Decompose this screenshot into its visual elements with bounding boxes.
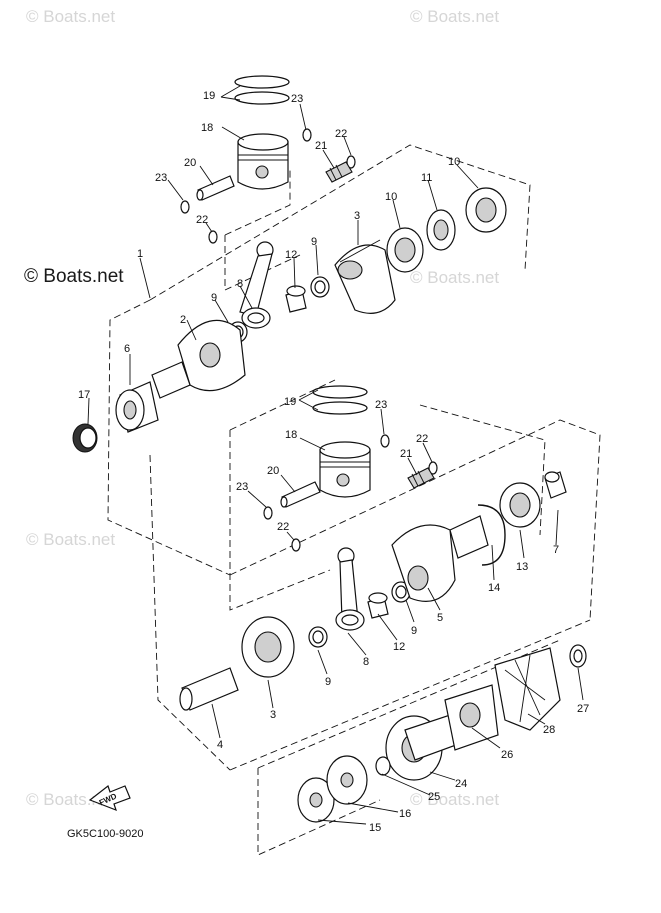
callout-11: 11 <box>421 172 432 184</box>
callout-1: 1 <box>137 248 143 260</box>
callout-9c: 9 <box>411 625 417 637</box>
pulley-washers <box>297 755 391 823</box>
upper-main-bearing-left <box>115 381 159 433</box>
callout-3: 3 <box>354 210 360 222</box>
callout-21b: 21 <box>400 448 412 460</box>
watermark-mid-left: © Boats.net <box>26 530 116 549</box>
lower-shaft-cylinder <box>179 667 239 711</box>
callout-7: 7 <box>553 544 559 556</box>
leader-lines <box>87 85 584 825</box>
lower-piston <box>319 441 371 498</box>
lower-crank-web <box>391 515 489 602</box>
watermark-mid-right: © Boats.net <box>410 268 500 287</box>
upper-bearings-right <box>386 187 507 273</box>
lower-bearing-sleeve <box>367 592 389 619</box>
callout-23b: 23 <box>155 172 167 184</box>
callout-4: 4 <box>217 739 223 751</box>
callout-19b: 19 <box>284 396 296 408</box>
watermark-top-right: © Boats.net <box>410 7 500 26</box>
callout-22d: 22 <box>277 521 289 533</box>
callout-12a: 12 <box>285 249 297 261</box>
upper-crank-web-right <box>334 239 396 314</box>
rubber-damper <box>444 684 499 751</box>
callout-10a: 10 <box>448 156 460 168</box>
end-washer <box>569 644 587 668</box>
cooling-fan <box>494 647 561 731</box>
callout-27: 27 <box>577 703 589 715</box>
callout-20a: 20 <box>184 157 196 169</box>
lower-bearing-left <box>241 616 295 678</box>
callout-6: 6 <box>124 343 130 355</box>
lower-small-parts <box>263 434 438 552</box>
callout-8: 8 <box>237 278 243 290</box>
lower-connecting-rod <box>335 547 365 631</box>
oil-seal <box>72 423 98 453</box>
callout-24: 24 <box>455 778 467 790</box>
upper-piston-pin <box>196 175 235 201</box>
callout-22b: 22 <box>196 214 208 226</box>
callout-23c: 23 <box>375 399 387 411</box>
drive-hub <box>385 714 457 781</box>
callout-17: 17 <box>78 389 90 401</box>
lower-bearings-right <box>499 471 567 528</box>
callout-19a: 19 <box>203 90 215 102</box>
watermark-bottom-left: © Boats.net <box>26 790 116 809</box>
callout-26: 26 <box>501 749 513 761</box>
callout-20b: 20 <box>267 465 279 477</box>
lower-piston-pin <box>280 481 321 508</box>
callout-14: 14 <box>488 582 500 594</box>
upper-bearing-sleeve <box>285 285 307 313</box>
callout-13: 13 <box>516 561 528 573</box>
upper-piston <box>237 133 289 190</box>
callout-22a: 22 <box>335 128 347 140</box>
callout-21a: 21 <box>315 140 327 152</box>
upper-small-parts <box>180 128 356 244</box>
upper-crank-web-left <box>151 319 246 399</box>
callout-8b: 8 <box>363 656 369 668</box>
callout-12b: 12 <box>393 641 405 653</box>
callout-28: 28 <box>543 724 555 736</box>
watermark-top-left: © Boats.net <box>26 7 116 26</box>
callout-15: 15 <box>369 822 381 834</box>
callout-25: 25 <box>428 791 440 803</box>
callout-10b: 10 <box>385 191 397 203</box>
callout-23d: 23 <box>236 481 248 493</box>
callout-18b: 18 <box>285 429 297 441</box>
watermark-main: © Boats.net <box>24 266 124 287</box>
callout-18a: 18 <box>201 122 213 134</box>
callout-16: 16 <box>399 808 411 820</box>
callout-5: 5 <box>437 612 443 624</box>
callout-3b: 3 <box>270 709 276 721</box>
callout-9d: 9 <box>325 676 331 688</box>
callout-9b: 9 <box>211 292 217 304</box>
callout-2: 2 <box>180 314 186 326</box>
callout-9a: 9 <box>311 236 317 248</box>
dashed-outlines <box>107 144 601 856</box>
fwd-arrow-icon <box>88 785 131 812</box>
lower-piston-rings <box>312 385 368 415</box>
upper-piston-rings <box>234 75 290 105</box>
callout-23a: 23 <box>291 93 303 105</box>
callout-22c: 22 <box>416 433 428 445</box>
upper-connecting-rod <box>239 241 274 329</box>
watermark-bottom-right: © Boats.net <box>410 790 500 809</box>
diagram-code: GK5C100-9020 <box>67 828 144 840</box>
callout-labels: 1 2 3 6 8 9 9 10 10 11 12 17 18 19 20 21… <box>78 90 589 834</box>
lower-washers <box>308 581 411 648</box>
